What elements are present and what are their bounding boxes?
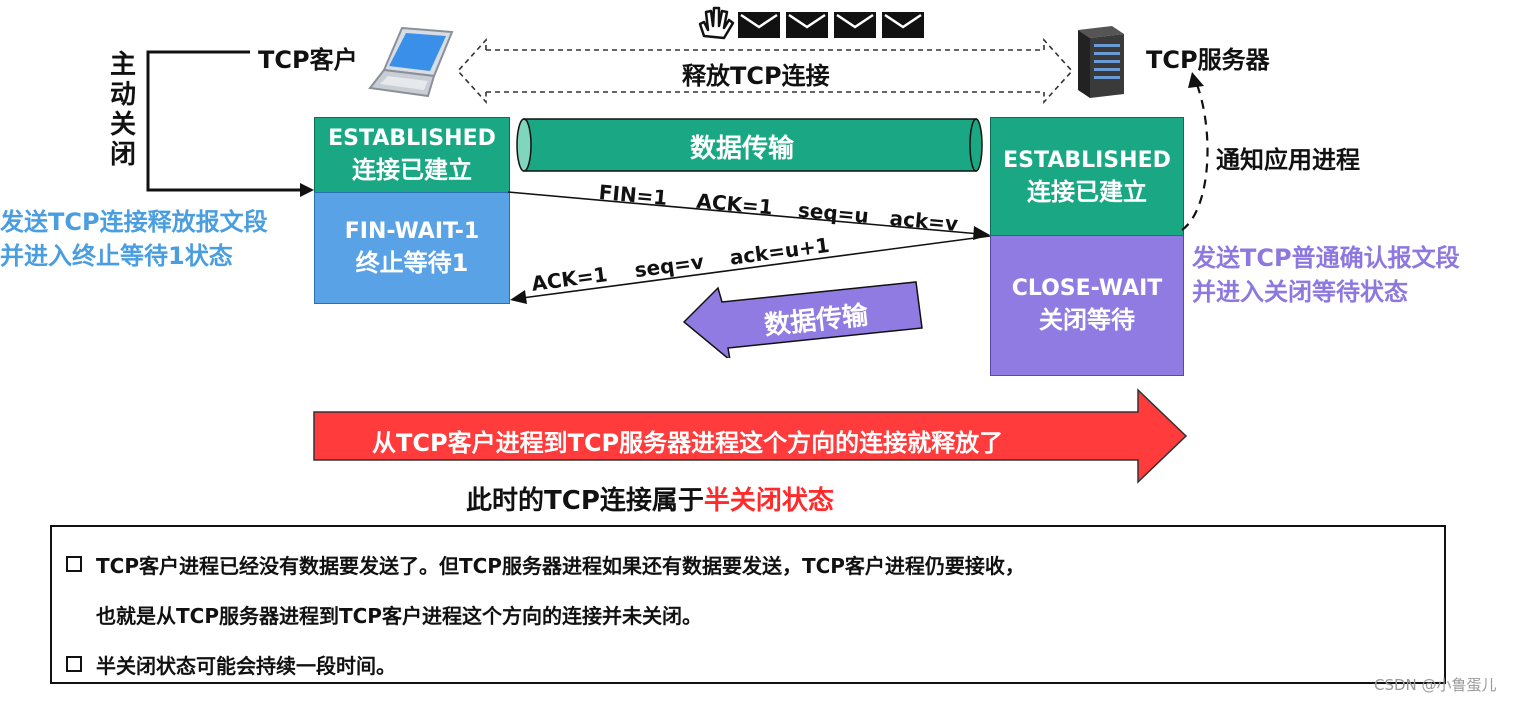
lower-transfer-arrow <box>682 281 923 358</box>
client-send-label-1: 发送TCP连接释放报文段 <box>0 208 268 236</box>
notify-app-label: 通知应用进程 <box>1216 146 1360 174</box>
active-close-label: 主 动 关 闭 <box>108 50 138 170</box>
bullet-square-icon <box>66 656 82 672</box>
bullet-square-icon <box>66 556 82 572</box>
client-finwait-box: FIN-WAIT-1 终止等待1 <box>314 192 510 304</box>
client-established-box: ESTABLISHED 连接已建立 <box>314 117 510 194</box>
server-closewait-en: CLOSE-WAIT <box>1011 276 1163 302</box>
server-closewait-box: CLOSE-WAIT 关闭等待 <box>990 235 1184 376</box>
client-finwait-en: FIN-WAIT-1 <box>344 218 480 244</box>
server-send-label-2: 并进入关闭等待状态 <box>1192 278 1408 306</box>
notes-box <box>50 525 1446 684</box>
mail-icon <box>738 12 780 38</box>
server-established-box: ESTABLISHED 连接已建立 <box>990 117 1184 237</box>
note-item-2-text: 半关闭状态可能会持续一段时间。 <box>96 654 396 678</box>
half-close-caption: 此时的TCP连接属于半关闭状态 <box>466 480 834 517</box>
active-close-arrow <box>146 50 314 197</box>
hand-icon <box>698 6 735 40</box>
upper-transfer-label: 数据传输 <box>690 134 795 164</box>
active-close-char: 动 <box>109 80 136 110</box>
fin-segment-arrow <box>508 191 990 240</box>
laptop-icon <box>368 26 454 98</box>
fin-seq: seq=u <box>797 197 870 228</box>
client-send-label-2: 并进入终止等待1状态 <box>0 242 233 270</box>
active-close-char: 主 <box>109 50 136 80</box>
mail-icon <box>882 12 924 38</box>
release-label: 释放TCP连接 <box>682 62 830 90</box>
note-item-1-line-1: TCP客户进程已经没有数据要发送了。但TCP服务器进程如果还有数据要发送，TCP… <box>96 554 1025 578</box>
upper-transfer-cylinder <box>516 118 983 172</box>
red-release-arrow <box>313 388 1188 484</box>
mail-icons <box>738 12 924 38</box>
active-close-char: 闭 <box>109 140 136 170</box>
note-item-1-continued: 也就是从TCP服务器进程到TCP客户进程这个方向的连接并未关闭。 <box>96 604 702 628</box>
server-established-en: ESTABLISHED <box>1003 147 1171 173</box>
release-dashed-arrow <box>456 38 1074 104</box>
note-item-2: 半关闭状态可能会持续一段时间。 <box>66 650 396 679</box>
mail-icon <box>834 12 876 38</box>
server-icon <box>1078 26 1124 98</box>
note-item-1: TCP客户进程已经没有数据要发送了。但TCP服务器进程如果还有数据要发送，TCP… <box>66 550 1025 579</box>
server-label: TCP服务器 <box>1146 46 1270 74</box>
watermark: CSDN @小鲁蛋儿 <box>1374 676 1497 694</box>
active-close-char: 关 <box>109 110 136 140</box>
notify-app-arrow <box>1181 72 1209 231</box>
fin-flag: FIN=1 <box>597 180 669 210</box>
server-closewait-zh: 关闭等待 <box>1039 306 1135 335</box>
ack-segment-arrow <box>510 235 991 304</box>
half-close-prefix: 此时的TCP连接属于 <box>466 486 704 516</box>
server-send-label-1: 发送TCP普通确认报文段 <box>1192 244 1460 272</box>
client-established-zh: 连接已建立 <box>352 156 472 185</box>
client-established-en: ESTABLISHED <box>328 126 496 152</box>
red-release-label: 从TCP客户进程到TCP服务器进程这个方向的连接就释放了 <box>372 429 1004 457</box>
mail-icon <box>786 12 828 38</box>
client-label: TCP客户 <box>258 46 358 74</box>
client-finwait-zh: 终止等待1 <box>355 248 469 277</box>
half-close-highlight: 半关闭状态 <box>703 486 834 516</box>
server-established-zh: 连接已建立 <box>1027 177 1147 206</box>
